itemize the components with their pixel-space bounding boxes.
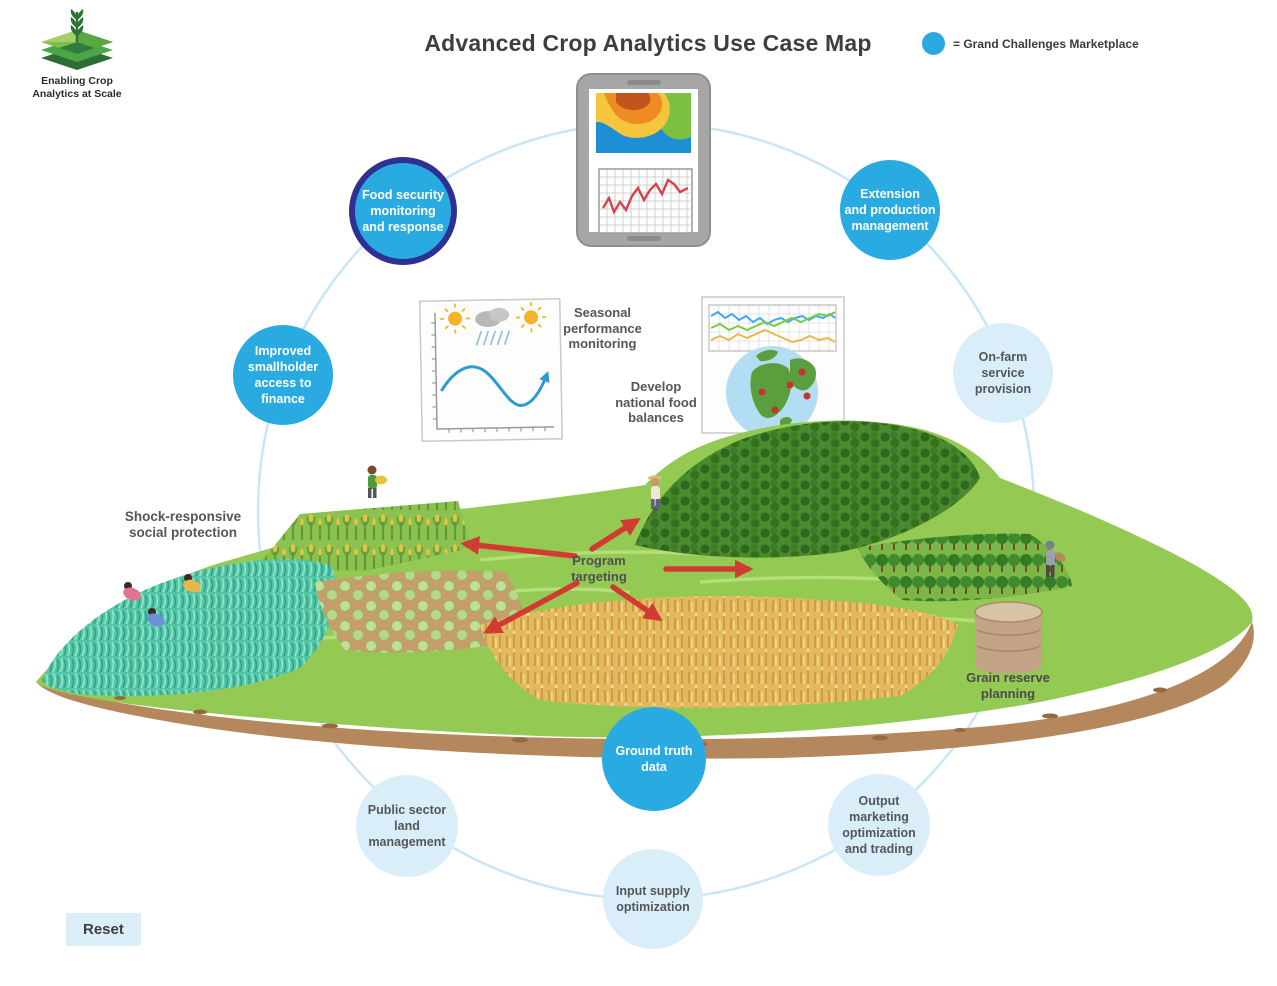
trend-chart-image [598,168,693,234]
vineyard [858,533,1072,602]
bubble-label: Extension and production management [844,187,936,233]
sun-icon [440,303,471,334]
logo-caption: Enabling Crop Analytics at Scale [32,75,122,101]
label-program-targeting[interactable]: Program targeting [571,553,627,584]
farmer-right [1045,540,1066,577]
rain-cloud-icon [475,307,511,346]
seasonal-chart-card [419,298,563,442]
sun-icon [516,302,547,333]
bubble-label: Ground truth data [615,744,693,774]
harvester-figures [123,574,201,627]
bubble-label: Food security monitoring and response [362,188,444,234]
label-develop-national-food-balances[interactable]: Develop national food balances [615,379,697,426]
page-title: Advanced Crop Analytics Use Case Map [424,30,872,56]
bubble-label: Output marketing optimization and tradin… [842,794,916,856]
maize-field [258,501,472,572]
farmer-maize [367,465,387,498]
bubble-extension-production-management[interactable]: Extension and production management [840,160,940,260]
tablet-illustration [576,73,711,247]
bubble-input-supply-optimization[interactable]: Input supply optimization [603,849,703,949]
bubble-improved-smallholder-finance[interactable]: Improved smallholder access to finance [233,325,333,425]
reset-button[interactable]: Reset [66,913,141,946]
label-seasonal-performance-monitoring[interactable]: Seasonal performance monitoring [563,305,642,352]
bubble-ground-truth-data[interactable]: Ground truth data [602,707,706,811]
bubble-label: On-farm service provision [974,350,1032,396]
globe-icon [726,346,818,438]
bubble-label: Input supply optimization [615,884,691,914]
leafy-crop-hill [635,421,980,558]
label-shock-responsive-social-protection[interactable]: Shock-responsive social protection [124,509,242,541]
marketplace-legend: = Grand Challenges Marketplace [922,32,1139,55]
wheat-field [480,596,958,708]
cabbage-patch [315,570,526,653]
landscape-illustration [36,420,1254,759]
farmer-center [648,475,662,509]
ecaas-logo: Enabling Crop Analytics at Scale [22,6,132,101]
food-balance-card [701,296,845,438]
bubble-food-security-monitoring[interactable]: Food security monitoring and response [349,157,457,265]
bubble-label: Improved smallholder access to finance [247,344,319,406]
bubble-output-marketing-optimization[interactable]: Output marketing optimization and tradin… [828,774,930,876]
marketplace-legend-dot-icon [922,32,945,55]
ecaas-logo-icon [41,9,113,70]
bubble-public-sector-land-management[interactable]: Public sector land management [356,775,458,877]
heatmap-image [596,93,691,153]
bubble-label: Public sector land management [367,803,447,849]
season-curve [440,365,550,407]
bubble-on-farm-service-provision[interactable]: On-farm service provision [953,323,1053,423]
grain-silo [974,601,1043,674]
program-targeting-arrows [460,517,754,634]
teal-grass-field [42,559,336,696]
label-grain-reserve-planning[interactable]: Grain reserve planning [966,670,1050,701]
marketplace-legend-label: = Grand Challenges Marketplace [953,36,1139,51]
